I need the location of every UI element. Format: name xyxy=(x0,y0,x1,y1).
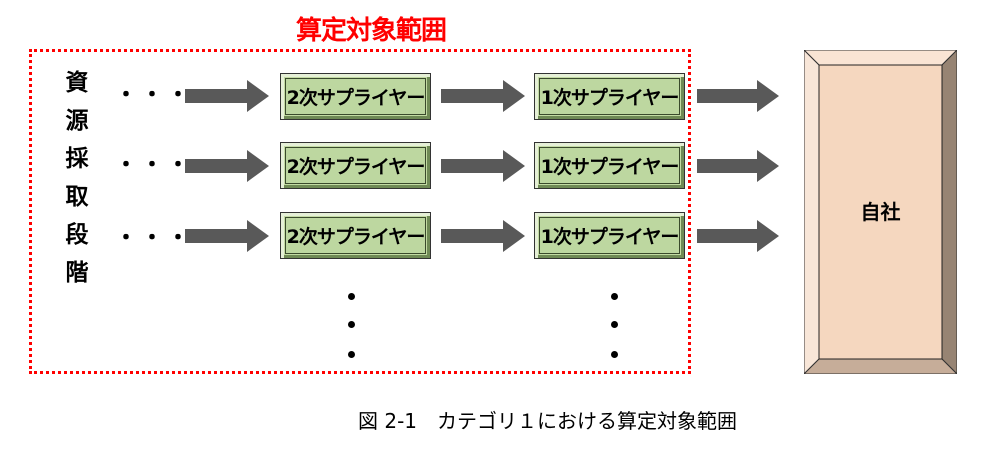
continuation-dot xyxy=(611,351,618,358)
tier1-supplier-label: 1次サプライヤー xyxy=(539,217,680,254)
scope-boundary xyxy=(29,49,691,374)
arrow-icon xyxy=(441,80,525,112)
ellipsis: ・・・ xyxy=(115,226,194,251)
continuation-dot xyxy=(348,293,355,300)
tier1-supplier-box: 1次サプライヤー xyxy=(534,212,685,259)
tier2-supplier-label: 2次サプライヤー xyxy=(285,78,426,115)
continuation-dot xyxy=(611,293,618,300)
tier2-supplier-box: 2次サプライヤー xyxy=(280,73,431,120)
label-char: 採 xyxy=(65,146,89,172)
label-char: 段 xyxy=(65,222,89,248)
tier2-supplier-label: 2次サプライヤー xyxy=(285,147,426,184)
ellipsis: ・・・ xyxy=(115,153,194,178)
company-label: 自社 xyxy=(860,200,901,224)
tier1-supplier-box: 1次サプライヤー xyxy=(534,142,685,189)
arrow-icon xyxy=(697,80,779,112)
label-char: 資 xyxy=(65,70,89,96)
tier1-supplier-label: 1次サプライヤー xyxy=(539,147,680,184)
arrow-icon xyxy=(697,150,779,182)
tier2-supplier-box: 2次サプライヤー xyxy=(280,212,431,259)
continuation-dot xyxy=(348,351,355,358)
arrow-icon xyxy=(185,220,269,252)
arrow-icon xyxy=(185,150,269,182)
tier1-supplier-label: 1次サプライヤー xyxy=(539,78,680,115)
resource-extraction-label: 資 源 採 取 段 階 xyxy=(62,64,92,292)
continuation-dot xyxy=(348,321,355,328)
arrow-icon xyxy=(441,220,525,252)
label-char: 源 xyxy=(65,108,89,134)
arrow-icon xyxy=(697,220,779,252)
arrow-icon xyxy=(441,150,525,182)
label-char: 取 xyxy=(65,184,89,210)
scope-title: 算定対象範囲 xyxy=(296,16,447,46)
tier2-supplier-label: 2次サプライヤー xyxy=(285,217,426,254)
tier1-supplier-box: 1次サプライヤー xyxy=(534,73,685,120)
continuation-dot xyxy=(611,321,618,328)
label-char: 階 xyxy=(65,260,89,286)
arrow-icon xyxy=(185,80,269,112)
company-box xyxy=(804,50,957,374)
figure-caption: 図 2-1 カテゴリ１における算定対象範囲 xyxy=(358,409,738,433)
ellipsis: ・・・ xyxy=(115,83,194,108)
tier2-supplier-box: 2次サプライヤー xyxy=(280,142,431,189)
